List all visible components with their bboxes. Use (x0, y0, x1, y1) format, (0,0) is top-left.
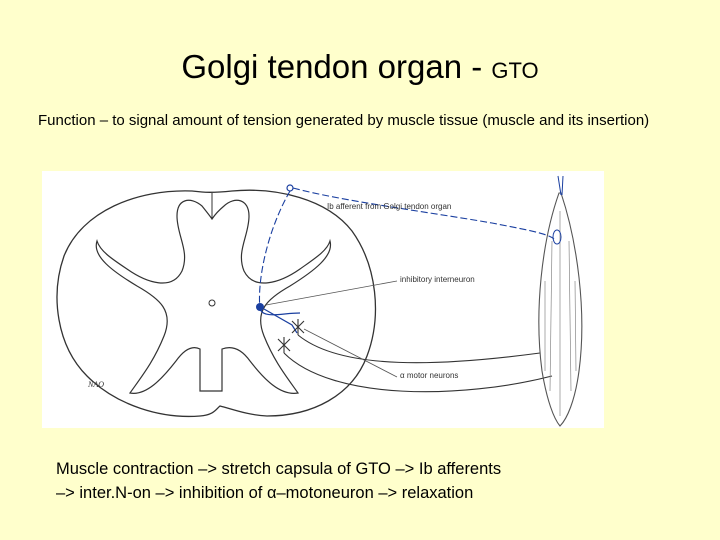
leader-motor (303, 328, 398, 378)
motor-neuron-star-2 (277, 337, 291, 353)
caption: Muscle contraction –> stretch capsula of… (56, 457, 696, 505)
title-abbreviation: GTO (491, 58, 539, 83)
diagram-svg: Ib afferent from Golgi tendon organ inhi… (56, 175, 583, 427)
label-inhibitory-interneuron: inhibitory interneuron (400, 275, 475, 284)
spinal-cord-outline (56, 189, 376, 418)
label-ib-afferent: Ib afferent from Golgi tendon organ (327, 202, 451, 211)
function-description: Function – to signal amount of tension g… (38, 112, 650, 129)
title-main: Golgi tendon organ - (181, 48, 492, 85)
ib-afferent-fiber (258, 187, 555, 310)
gto-tendon (557, 175, 564, 196)
leader-interneuron (265, 280, 398, 306)
muscle-belly (538, 192, 583, 427)
motor-neuron-star-1 (291, 319, 305, 335)
grey-matter-outline (95, 199, 332, 394)
central-canal (208, 299, 216, 307)
motor-axon-1 (297, 334, 541, 364)
label-motor-neurons: α motor neurons (400, 371, 458, 380)
motor-axon-2 (283, 352, 553, 393)
inhibitory-interneuron (256, 303, 264, 311)
caption-line-2: –> inter.N-on –> inhibition of α–motoneu… (56, 484, 474, 502)
gto-reflex-diagram: Ib afferent from Golgi tendon organ inhi… (42, 171, 604, 428)
golgi-tendon-organ (552, 229, 562, 245)
muscle-fibers (544, 211, 577, 416)
slide-title: Golgi tendon organ - GTO (0, 48, 720, 86)
dorsal-root-ganglion (286, 184, 294, 192)
label-nao: NAO (87, 380, 104, 389)
caption-line-1: Muscle contraction –> stretch capsula of… (56, 460, 502, 478)
